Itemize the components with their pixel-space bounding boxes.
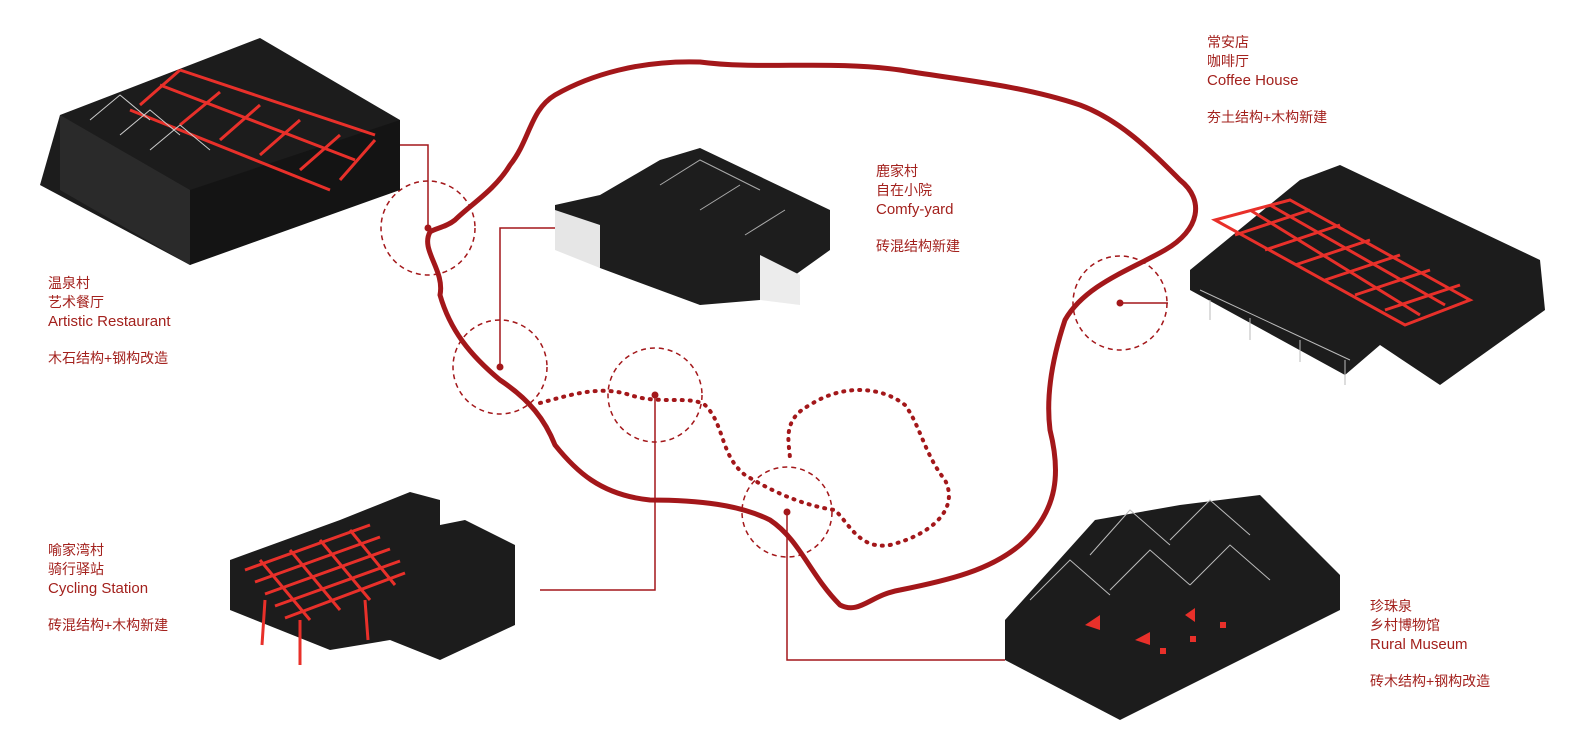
building-artistic-restaurant — [40, 38, 400, 265]
dotted-route — [538, 388, 951, 548]
structure-type: 夯土结构+木构新建 — [1207, 109, 1328, 125]
site-label-cycling-station: 喻家湾村 骑行驿站 Cycling Station 砖混结构+木构新建 — [48, 541, 168, 635]
site-name-en: Cycling Station — [48, 580, 149, 597]
site-name-en: Rural Museum — [1370, 636, 1468, 653]
village-name: 常安店 — [1207, 34, 1249, 50]
site-name-cn: 乡村博物馆 — [1370, 617, 1440, 633]
site-name-cn: 骑行驿站 — [48, 561, 104, 577]
building-rural-museum — [1005, 495, 1340, 720]
main-route-loop — [425, 59, 1198, 611]
village-name: 温泉村 — [48, 275, 90, 291]
site-label-restaurant: 温泉村 艺术餐厅 Artistic Restaurant 木石结构+钢构改造 — [48, 274, 171, 368]
site-name-cn: 艺术餐厅 — [48, 294, 104, 310]
village-name: 鹿家村 — [876, 163, 918, 179]
building-comfy-yard — [555, 148, 830, 305]
structure-type: 砖木结构+钢构改造 — [1370, 673, 1491, 689]
village-name: 珍珠泉 — [1370, 598, 1412, 614]
site-name-en: Coffee House — [1207, 72, 1299, 89]
leader-museum — [786, 512, 1005, 661]
building-coffee-house — [1190, 165, 1545, 385]
site-label-comfy-yard: 鹿家村 自在小院 Comfy-yard 砖混结构新建 — [876, 162, 960, 256]
leader-cycling — [540, 395, 656, 591]
building-cycling-station — [230, 492, 515, 665]
site-label-coffee-house: 常安店 咖啡厅 Coffee House 夯土结构+木构新建 — [1207, 33, 1327, 127]
site-circle-museum — [741, 466, 833, 558]
site-label-rural-museum: 珍珠泉 乡村博物馆 Rural Museum 砖木结构+钢构改造 — [1370, 597, 1490, 691]
structure-type: 木石结构+钢构改造 — [48, 350, 169, 366]
site-circle-restaurant — [380, 180, 476, 276]
structure-type: 砖混结构+木构新建 — [48, 617, 169, 633]
structure-type: 砖混结构新建 — [876, 238, 960, 254]
village-name: 喻家湾村 — [48, 542, 104, 558]
leader-comfy-yard — [499, 227, 556, 367]
site-name-en: Artistic Restaurant — [48, 313, 171, 330]
leader-restaurant — [398, 144, 429, 228]
site-circle-comfy-yard — [452, 319, 548, 415]
site-name-en: Comfy-yard — [876, 201, 954, 218]
site-name-cn: 自在小院 — [876, 182, 932, 198]
site-name-cn: 咖啡厅 — [1207, 53, 1249, 69]
